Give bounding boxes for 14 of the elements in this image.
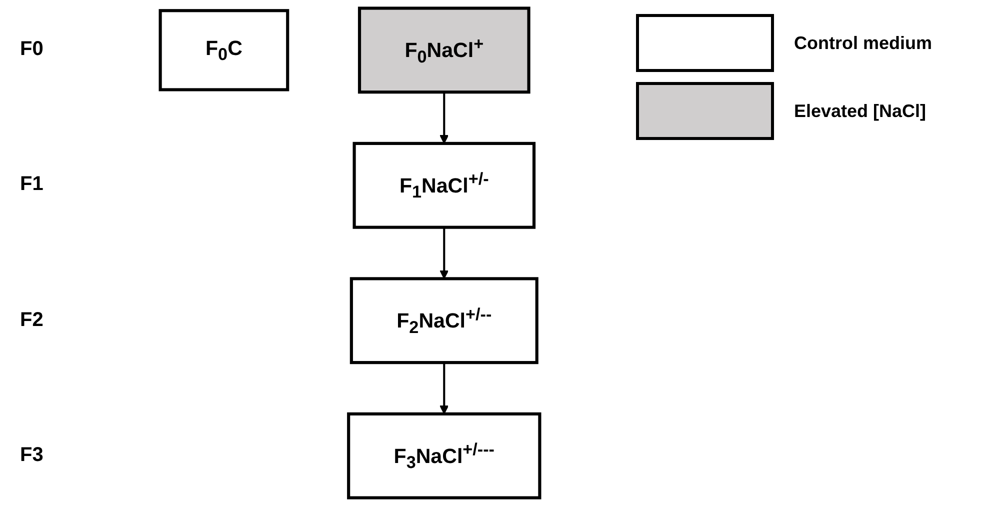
generation-label: F0 [20,38,44,62]
node-box: F$_{1}$NaCl$^{+/-}$ [352,142,536,229]
arrow [440,362,449,414]
node-box: F$_{3}$NaCl$^{+/---}$ [347,412,542,500]
generation-label: F1 [20,173,44,196]
legend-text: Control medium [794,32,932,54]
arrow [440,92,449,144]
node-box: F$_{0}$NaCl$^{+}$ [358,6,530,94]
node-box: F$_{0}$C [158,9,290,92]
generation-label: F3 [20,444,44,467]
arrow [440,227,449,280]
generation-label: F2 [20,308,44,332]
node-box: F$_{2}$NaCl$^{+/--}$ [350,277,538,364]
legend-text: Elevated [NaCl] [794,100,926,122]
